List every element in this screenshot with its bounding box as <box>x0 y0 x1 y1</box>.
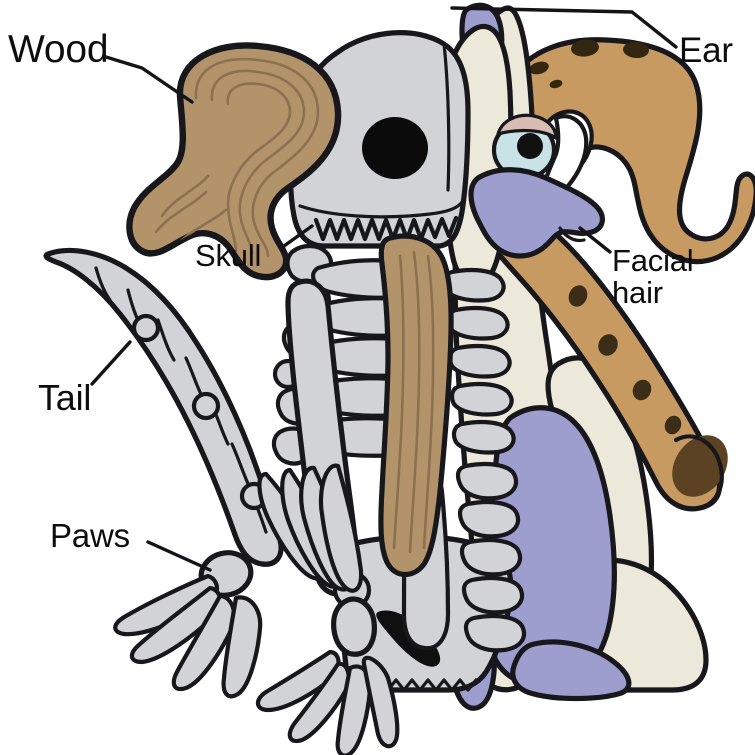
leader-line-skull <box>282 224 314 248</box>
paw-left <box>113 550 263 699</box>
wood-tongue <box>378 233 454 578</box>
leader-line-paws <box>146 540 212 572</box>
label-paws: Paws <box>50 517 130 554</box>
trunk-spot <box>568 285 588 307</box>
eyelid <box>496 113 558 140</box>
wood-horn <box>126 42 342 281</box>
trunk-spot <box>632 379 652 401</box>
leader-line-wood <box>104 55 194 104</box>
lumbar-ladder <box>455 462 527 653</box>
paw-lower <box>255 649 400 755</box>
tail-joint <box>131 313 161 343</box>
ear-spot <box>549 79 563 89</box>
label-tail: Tail <box>38 377 92 418</box>
ear-spot <box>529 61 549 75</box>
label-wood: Wood <box>8 28 109 71</box>
trunk-spot <box>664 415 682 435</box>
ribcage-right <box>441 267 516 455</box>
leader-line-ear <box>450 6 678 49</box>
leader-line-tail <box>90 340 132 386</box>
leader-line-facial-hair <box>578 226 612 254</box>
label-ear: Ear <box>679 31 733 70</box>
trunk-snout <box>479 205 728 512</box>
tail-joint <box>191 391 221 421</box>
tail <box>43 247 284 567</box>
facial-hair-crease <box>558 226 586 243</box>
skull-teeth <box>313 215 459 242</box>
eye-pupil <box>517 133 543 159</box>
eye <box>491 113 558 181</box>
paw-middle <box>257 463 364 593</box>
skull-eye-socket <box>362 117 428 179</box>
label-skull: Skull <box>195 238 262 273</box>
trunk-spot <box>598 334 618 356</box>
ear-spot <box>571 39 599 57</box>
label-facial-hair: Facial hair <box>612 243 694 310</box>
ear-spot <box>623 41 649 59</box>
